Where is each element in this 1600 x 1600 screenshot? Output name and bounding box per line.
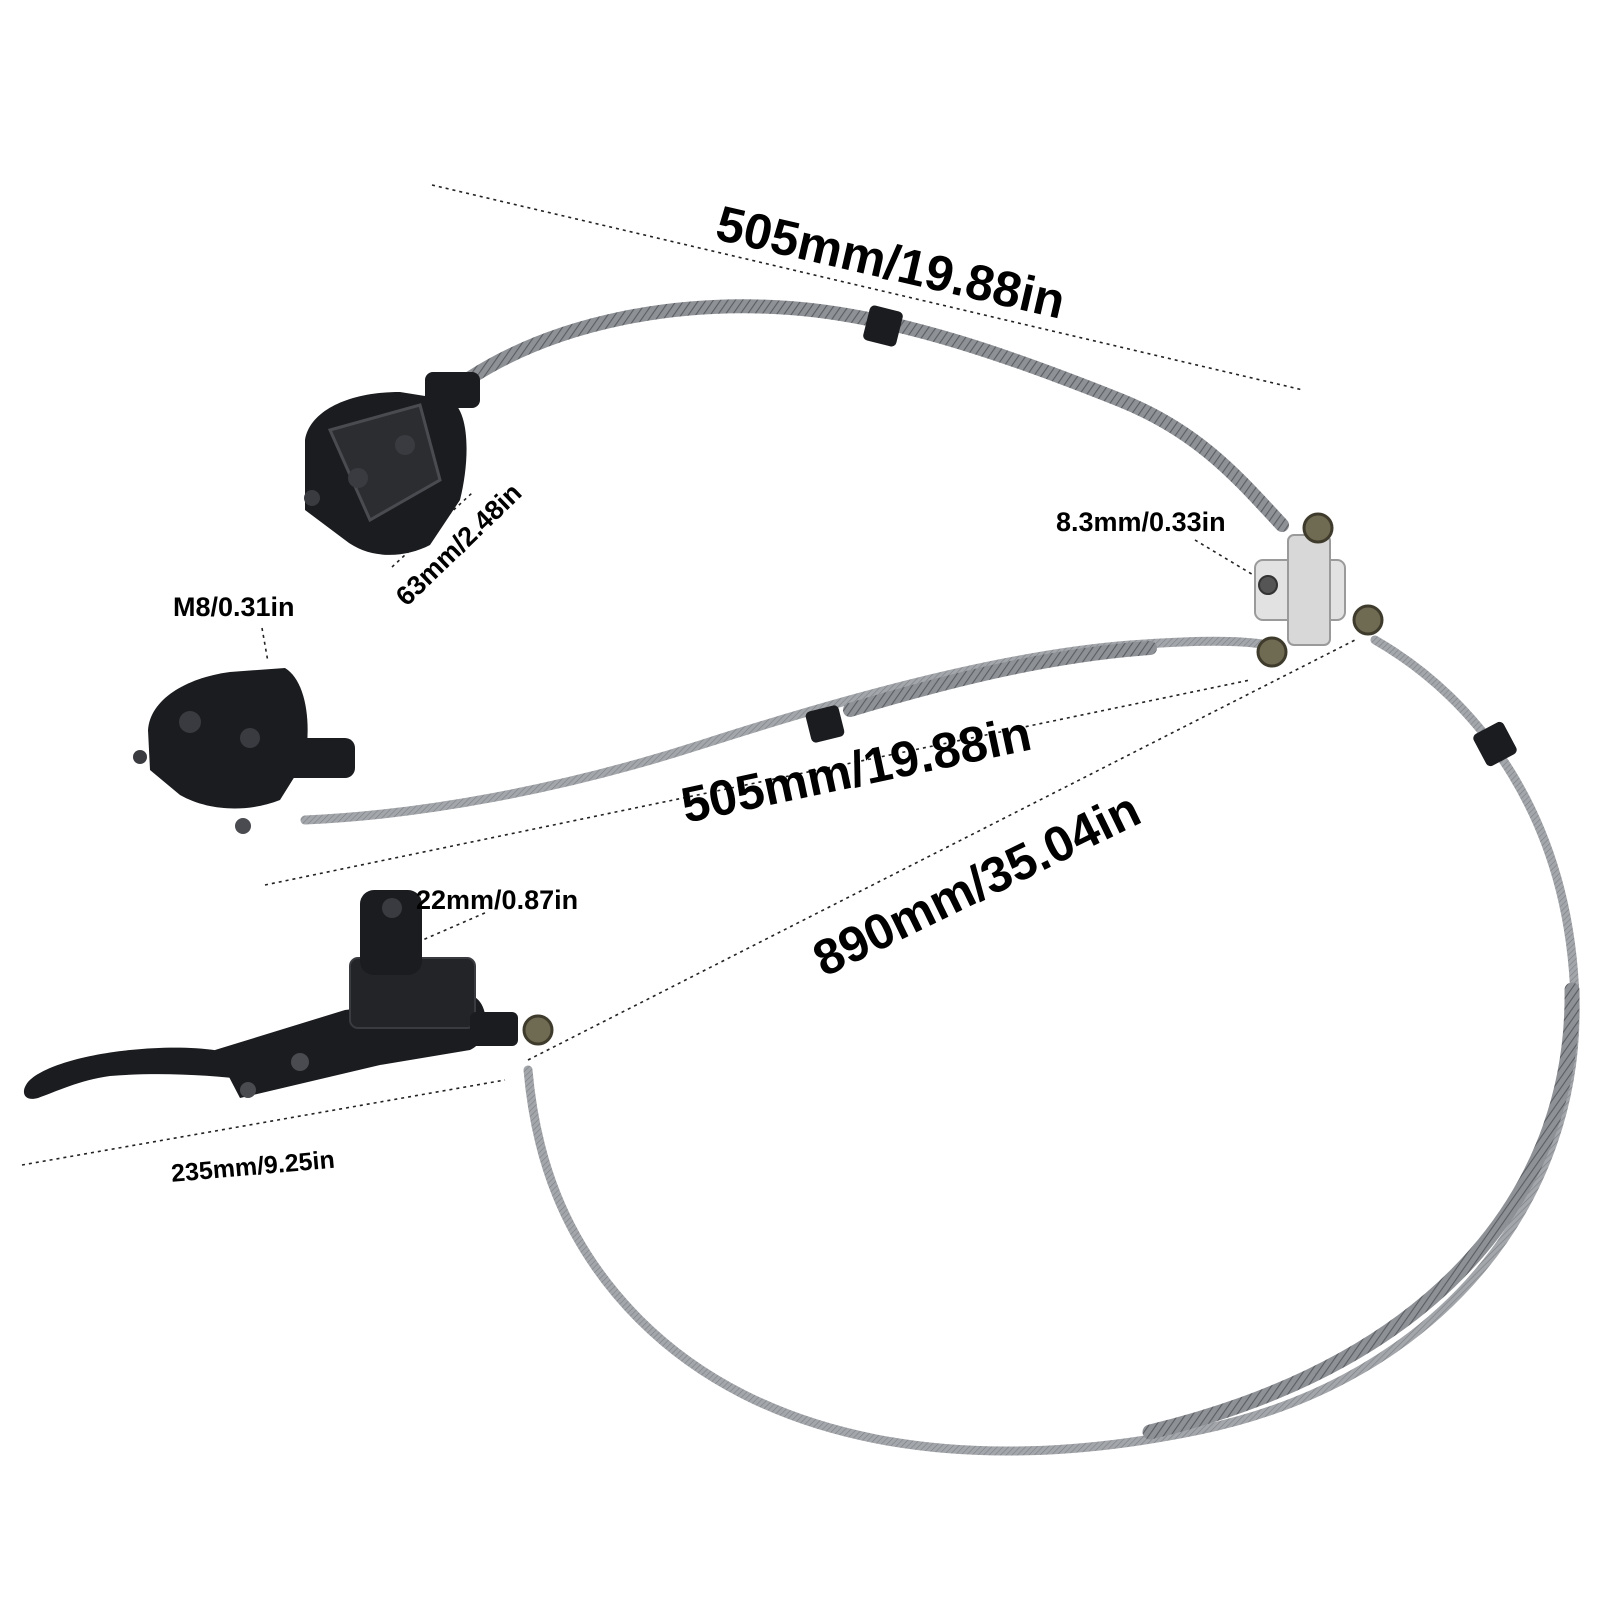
clamp-bore xyxy=(382,898,402,918)
hose-sleeves xyxy=(805,305,1517,767)
master-cylinder-outlet xyxy=(470,1012,518,1046)
middle-hose-coil xyxy=(843,641,1157,717)
bolt-leader xyxy=(261,627,269,663)
sleeve-long xyxy=(1473,721,1517,767)
brake-caliper-bottom xyxy=(133,668,355,834)
handlebar-clamp xyxy=(360,890,422,975)
outlet-banjo-bolt xyxy=(522,1014,554,1046)
brake-caliper-top xyxy=(304,372,480,555)
caliper-bottom-bleeder xyxy=(235,818,251,834)
top-hose xyxy=(463,299,1289,532)
caliper-bottom-bolt-3 xyxy=(133,750,147,764)
caliper-top-piston xyxy=(425,372,480,408)
caliper-bottom-body xyxy=(148,668,308,809)
splitter-mount-hole xyxy=(1258,575,1278,595)
lever-adjuster xyxy=(240,1082,256,1098)
dimension-lines xyxy=(21,184,1356,1166)
top-hose-dim-line xyxy=(431,184,1304,391)
sleeve-middle xyxy=(805,705,845,743)
long-hose xyxy=(523,635,1580,1456)
long-hose-coil xyxy=(1142,982,1580,1440)
banjo-bolt-top xyxy=(1302,512,1334,544)
banjo-bolt-right xyxy=(1352,604,1384,636)
lever-pivot-screw xyxy=(291,1053,309,1071)
banjo-bolt-bottom xyxy=(1256,636,1288,668)
caliper-bottom-piston xyxy=(275,738,355,778)
caliper-top-bolt-1 xyxy=(348,468,368,488)
brake-master-cylinder xyxy=(23,890,554,1099)
caliper-bolt-label: M8/0.31in xyxy=(173,592,295,622)
brake-hoses xyxy=(300,299,1580,1456)
caliper-bottom-bolt-2 xyxy=(240,728,260,748)
middle-hose xyxy=(300,636,1273,825)
clamp-leader xyxy=(417,911,488,943)
long-hose-dim-line xyxy=(527,639,1356,1061)
caliper-bottom-bolt-1 xyxy=(179,711,201,733)
sleeve-top xyxy=(863,305,903,347)
clamp-diameter-label: 22mm/0.87in xyxy=(416,885,579,915)
caliper-top-bracket xyxy=(327,403,442,523)
banjo-hole-label: 8.3mm/0.33in xyxy=(1056,507,1226,537)
brake-line-splitter xyxy=(1254,512,1384,668)
lever-dim-line xyxy=(21,1079,506,1166)
caliper-top-bolt-2 xyxy=(395,435,415,455)
caliper-top-bolt-3 xyxy=(304,490,320,506)
brake-lever xyxy=(23,1047,251,1099)
splitter-stem xyxy=(1287,534,1331,646)
